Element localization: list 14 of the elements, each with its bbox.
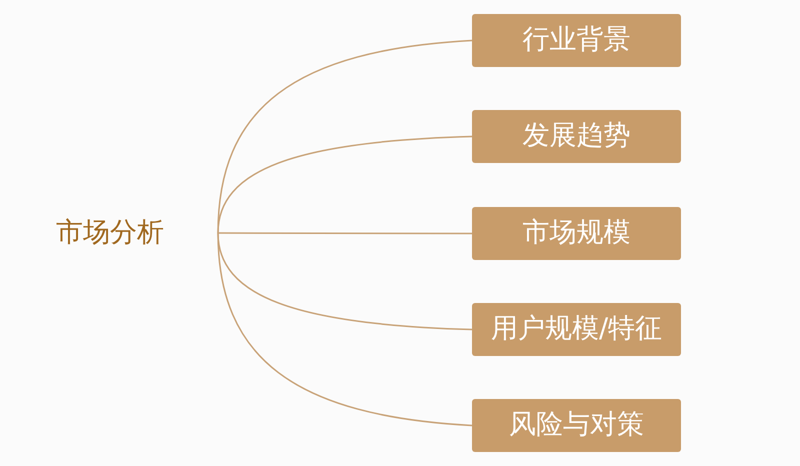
topic-box [472, 303, 681, 356]
topic-box [472, 14, 681, 67]
connector-line [217, 232, 472, 426]
topic-box [472, 207, 681, 260]
topic-label: 用户规模/特征 [490, 313, 662, 346]
topic-box [472, 110, 681, 163]
central-topic-label: 市场分析 [56, 216, 164, 250]
topic-box [472, 399, 681, 452]
topic-label: 市场规模 [522, 217, 630, 250]
topic-label: 行业背景 [522, 24, 630, 57]
connector-line [218, 232, 472, 234]
topic-label: 发展趋势 [522, 120, 630, 153]
topic-label: 风险与对策 [509, 409, 644, 442]
connector-line [217, 136, 472, 234]
